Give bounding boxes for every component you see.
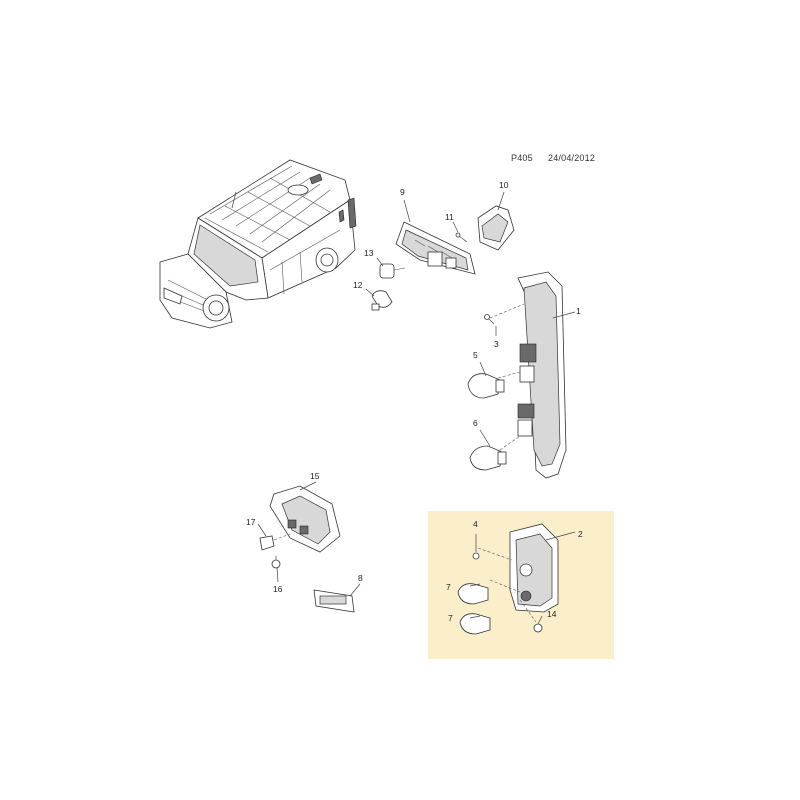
callout-2: 2 (578, 529, 583, 539)
callout-13: 13 (364, 248, 374, 258)
callout-10: 10 (499, 180, 509, 190)
part-6-bulb (469, 445, 507, 471)
leader-lines (257, 191, 576, 625)
part-11-screw (455, 232, 468, 243)
callout-8: 8 (358, 573, 363, 583)
callout-7-lower: 7 (448, 613, 453, 623)
part-15-lamp-unit (269, 485, 341, 553)
part-8-plate-lamp (313, 589, 355, 613)
callout-1: 1 (576, 306, 581, 316)
callout-15: 15 (310, 471, 320, 481)
part-4-screw (472, 534, 480, 560)
callout-3: 3 (494, 339, 499, 349)
part-2-tail-lamp-variant (477, 523, 559, 623)
part-3-screw (484, 314, 495, 325)
callout-12: 12 (353, 280, 363, 290)
part-17-bulb (259, 533, 291, 551)
part-13-bulb-holder (379, 263, 406, 279)
callout-6: 6 (473, 418, 478, 428)
part-10-lamp-cover (477, 205, 515, 251)
part-14-nut (533, 623, 543, 633)
part-12-bulb (371, 290, 393, 311)
callout-17: 17 (246, 517, 256, 527)
callout-5: 5 (473, 350, 478, 360)
callout-9: 9 (400, 187, 405, 197)
diagram-date: 24/04/2012 (548, 153, 596, 163)
part-9-high-brake-lamp (395, 221, 476, 275)
van-illustration (159, 159, 357, 329)
callout-16: 16 (273, 584, 283, 594)
callout-11: 11 (445, 212, 454, 222)
callout-14: 14 (547, 609, 557, 619)
callout-4: 4 (473, 519, 478, 529)
part-1-tail-lamp (489, 271, 567, 479)
part-7-bulb-lower (459, 613, 491, 635)
part-5-bulb (467, 373, 505, 399)
part-7-bulb-upper (457, 583, 489, 605)
diagram-reference-code: P405 (511, 153, 533, 163)
part-16-nut (271, 556, 281, 569)
callout-7-upper: 7 (446, 582, 451, 592)
